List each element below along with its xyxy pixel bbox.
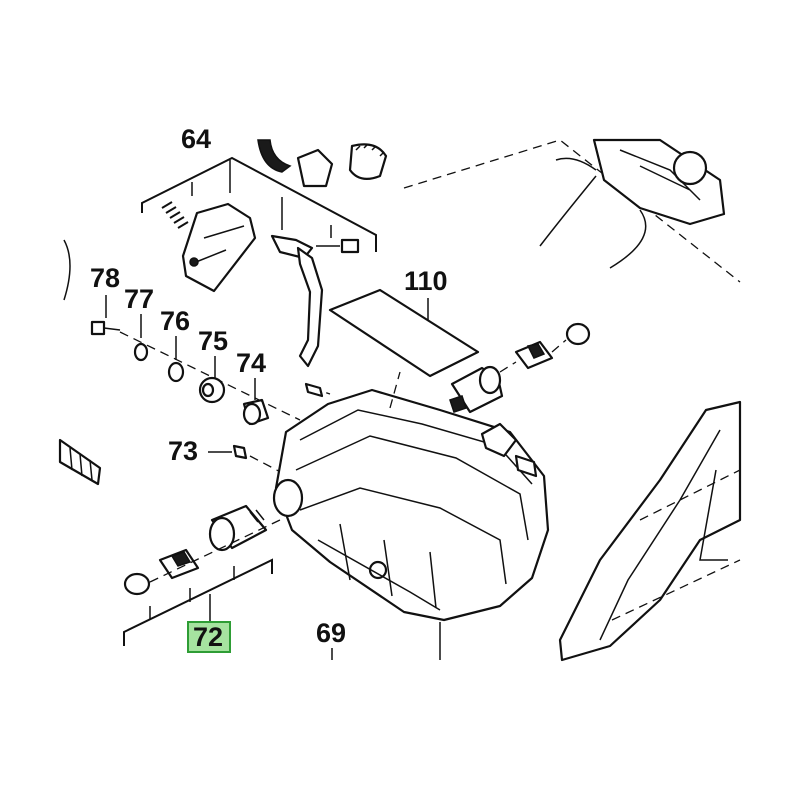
base-guard-inner — [699, 469, 728, 561]
part-label-75[interactable]: 75 — [198, 326, 228, 356]
trigger-lever-pin — [189, 257, 199, 267]
housing-boss — [480, 422, 518, 458]
base-guard-edge — [599, 429, 721, 641]
part-label-69[interactable]: 69 — [316, 618, 346, 648]
gear-housing-part — [592, 138, 726, 226]
rating-label-plate — [328, 288, 480, 378]
screw-part — [340, 238, 360, 254]
housing-bearing-seat — [272, 478, 304, 518]
alignment-dash-right — [611, 559, 741, 621]
washer-76-part — [167, 361, 185, 383]
switch-cap-part — [565, 322, 591, 346]
bearing-75-bore — [201, 382, 215, 398]
part-label-72-highlight — [187, 621, 231, 653]
small-parts-column: 78 77 76 75 74 73 — [58, 239, 331, 486]
right-cropped-assembly — [403, 138, 742, 662]
cable-right — [609, 209, 647, 269]
sleeve-74-face — [242, 402, 262, 426]
cable-left — [539, 175, 597, 247]
switch-body-face — [478, 365, 502, 395]
housing-rib-2 — [299, 487, 507, 585]
assembly-axis-lower — [249, 455, 293, 479]
gear-part — [348, 143, 388, 181]
pin-73-part — [232, 444, 248, 460]
trigger-lever-detail — [195, 225, 245, 263]
screw-78-part — [90, 320, 106, 336]
part-label-76[interactable]: 76 — [160, 306, 190, 336]
cropped-top-part-a — [257, 139, 292, 173]
brush-holder-ribs — [249, 509, 265, 523]
bracket-72-ticks — [149, 566, 235, 620]
gear-housing-bore — [672, 150, 708, 186]
housing-top-edge — [299, 409, 533, 485]
knob-part — [296, 148, 334, 188]
housing-ribs-vertical — [339, 523, 437, 609]
alignment-dash-top — [403, 139, 741, 283]
housing-axis-up — [389, 371, 401, 409]
part-group-72: 72 — [123, 504, 281, 653]
brush-holder-face — [208, 516, 236, 552]
small-pin-part — [304, 382, 324, 398]
switch-actuator-contact — [526, 343, 546, 359]
cropped-left-outline — [63, 239, 71, 301]
trigger-lever-part — [181, 202, 257, 293]
part-label-73[interactable]: 73 — [168, 436, 198, 466]
gear-teeth — [355, 143, 385, 157]
housing-tab — [514, 454, 538, 478]
bracket-64-ticks — [191, 160, 332, 238]
part-label-72[interactable]: 72 — [193, 622, 223, 652]
part-group-110: 110 — [328, 266, 480, 378]
switch-axis — [499, 339, 567, 373]
part-group-69: 69 — [272, 371, 550, 660]
carbon-brush-contact — [170, 551, 192, 567]
part-label-110[interactable]: 110 — [404, 266, 448, 296]
switch-parts — [449, 322, 591, 414]
bracket-64 — [141, 156, 377, 252]
gear-housing-detail — [619, 149, 701, 201]
washer-77-part — [133, 342, 149, 362]
part-label-78[interactable]: 78 — [90, 263, 120, 293]
hook-rod-part — [296, 246, 324, 368]
base-guard-part — [558, 400, 742, 662]
cable-top — [555, 157, 597, 171]
assembly-axis-upper — [119, 331, 301, 421]
housing-rib-1 — [295, 435, 529, 541]
screw-78-shaft — [103, 327, 121, 331]
housing-base-edge — [317, 539, 441, 611]
alignment-dash-right-2 — [639, 469, 741, 521]
brush-cap-part — [123, 572, 151, 596]
assembly-axis-72 — [149, 519, 281, 583]
shaft-ridges — [69, 447, 93, 481]
bracket-72 — [123, 558, 273, 646]
part-label-77[interactable]: 77 — [124, 284, 154, 314]
part-label-74[interactable]: 74 — [236, 348, 266, 378]
part-label-64[interactable]: 64 — [181, 124, 211, 154]
switch-terminal — [449, 395, 467, 413]
motor-housing-part — [274, 388, 550, 622]
part-group-64: 64 — [141, 124, 388, 368]
spring-part — [161, 201, 189, 229]
